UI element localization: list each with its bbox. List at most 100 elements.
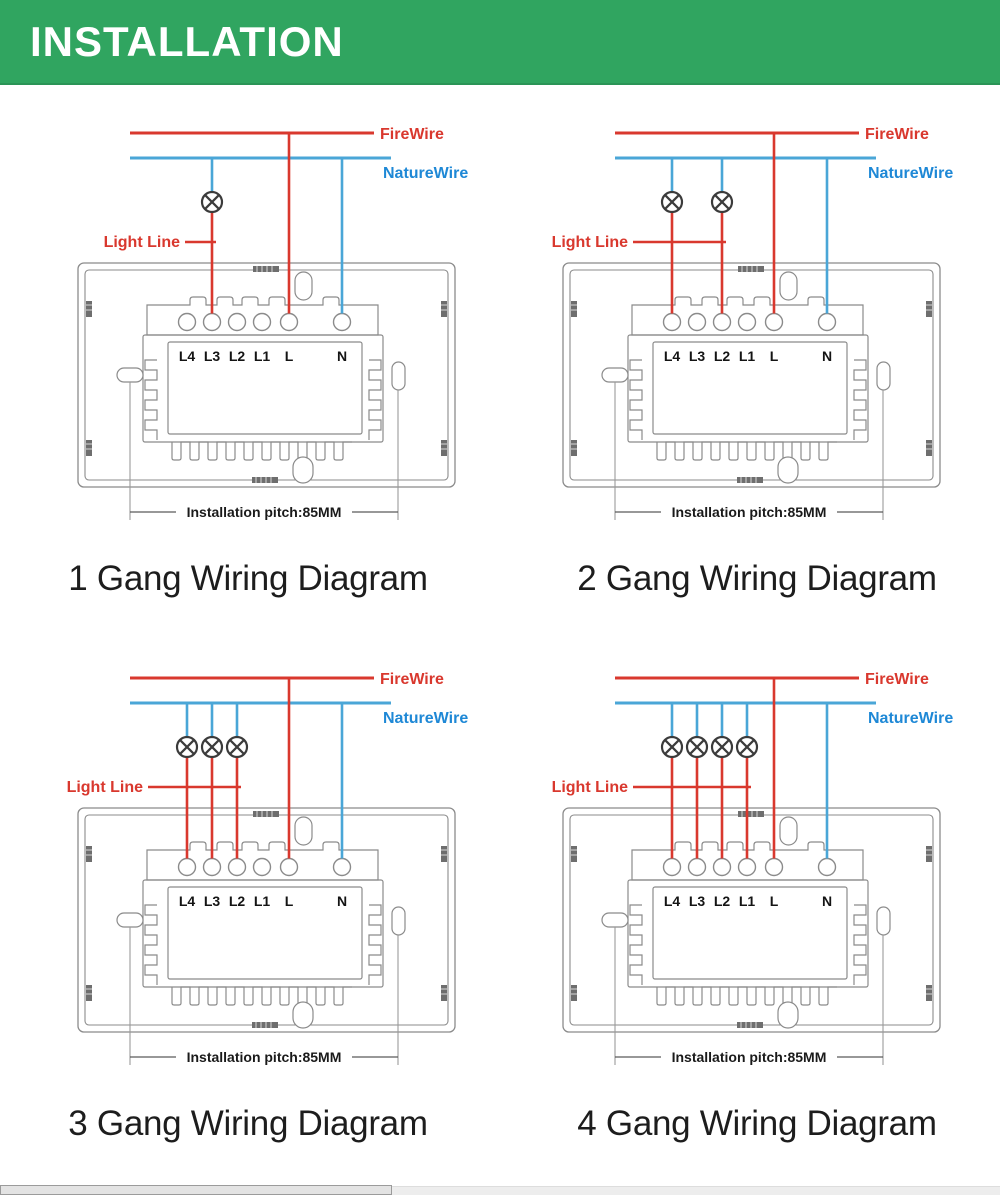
marking-hatch (441, 985, 447, 1001)
nature-wire-label: NatureWire (868, 710, 953, 727)
light-line-label: Light Line (552, 234, 629, 251)
mounting-hole-right (391, 906, 406, 936)
terminal-label-plate (167, 341, 363, 435)
marking-hatch (86, 985, 92, 1001)
marking-hatch (738, 266, 764, 272)
mounting-hole-left (116, 367, 144, 383)
marking-hatch (253, 811, 279, 817)
terminal-label: L (770, 893, 779, 909)
left-heatsink-comb (629, 904, 643, 985)
terminal-circle (252, 312, 272, 332)
device-body (627, 334, 869, 443)
terminal-circle (687, 312, 707, 332)
terminal-circle (252, 857, 272, 877)
dimension-text-backing (661, 1047, 837, 1065)
terminal-circle (332, 857, 352, 877)
dimension-text-backing (176, 1047, 352, 1065)
terminal-circle (662, 312, 682, 332)
terminal-circle (279, 857, 299, 877)
header-banner: INSTALLATION (0, 0, 1000, 85)
page-title: INSTALLATION (30, 17, 344, 65)
terminal-circle (817, 857, 837, 877)
diagram-caption-2: 2 Gang Wiring Diagram (577, 559, 937, 598)
dimension-text-backing (176, 502, 352, 520)
marking-hatch (571, 846, 577, 862)
marking-hatch (926, 846, 932, 862)
marking-hatch (253, 266, 279, 272)
top-slot (294, 816, 313, 846)
bottom-slot (292, 1001, 314, 1029)
terminal-label: L3 (204, 893, 221, 909)
terminal-label: L (285, 893, 294, 909)
terminal-circle (177, 312, 197, 332)
terminal-label: L3 (204, 348, 221, 364)
terminal-circle (687, 857, 707, 877)
terminal-label: L1 (739, 893, 756, 909)
right-heatsink-comb (368, 904, 382, 985)
diagram-caption-4: 4 Gang Wiring Diagram (577, 1104, 937, 1143)
terminal-label: N (822, 893, 832, 909)
terminal-label: L3 (689, 893, 706, 909)
lamp-icon (225, 735, 249, 759)
marking-hatch (571, 301, 577, 317)
installation-pitch-label: Installation pitch:85MM (672, 504, 827, 520)
nature-wire-label: NatureWire (383, 165, 468, 182)
terminal-label-plate (167, 886, 363, 980)
terminal-label: L1 (739, 348, 756, 364)
terminal-circle (177, 857, 197, 877)
bottom-slot (292, 456, 314, 484)
marking-hatch (86, 440, 92, 456)
bottom-comb (656, 986, 837, 1006)
marking-hatch (86, 846, 92, 862)
marking-hatch (252, 1022, 278, 1028)
lamp-icon (685, 735, 709, 759)
mounting-hole-right (876, 906, 891, 936)
terminal-label-plate (652, 886, 848, 980)
bottom-slot (777, 456, 799, 484)
terminal-circle (737, 857, 757, 877)
top-slot (779, 816, 798, 846)
terminal-label: L4 (179, 348, 196, 364)
top-slot (294, 271, 313, 301)
terminal-circle (764, 312, 784, 332)
lamp-icon (710, 735, 734, 759)
terminal-circle (712, 312, 732, 332)
terminal-circle (227, 857, 247, 877)
right-heatsink-comb (853, 904, 867, 985)
terminal-label: L1 (254, 893, 271, 909)
installation-pitch-label: Installation pitch:85MM (672, 1049, 827, 1065)
horizontal-scrollbar-thumb[interactable] (0, 1185, 392, 1195)
fire-wire-label: FireWire (380, 671, 444, 688)
lamp-icon (735, 735, 759, 759)
fire-wire-label: FireWire (380, 126, 444, 143)
lamp-icon (200, 190, 224, 214)
terminal-label: L2 (714, 348, 731, 364)
lamp-icon (175, 735, 199, 759)
marking-hatch (252, 477, 278, 483)
terminal-label: N (337, 348, 347, 364)
terminal-circle (662, 857, 682, 877)
switch-device-outline (77, 262, 456, 488)
installation-pitch-label: Installation pitch:85MM (187, 1049, 342, 1065)
bottom-comb (171, 441, 352, 461)
horizontal-scrollbar-track[interactable] (0, 1186, 1000, 1195)
nature-wire-label: NatureWire (383, 710, 468, 727)
marking-hatch (571, 440, 577, 456)
marking-hatch (737, 477, 763, 483)
marking-hatch (86, 301, 92, 317)
terminal-label: L4 (179, 893, 196, 909)
marking-hatch (737, 1022, 763, 1028)
fire-wire-label: FireWire (865, 671, 929, 688)
terminal-label: L4 (664, 348, 681, 364)
diagram-caption-3: 3 Gang Wiring Diagram (68, 1104, 428, 1143)
lamp-icon (710, 190, 734, 214)
mounting-hole-left (601, 367, 629, 383)
mounting-hole-right (876, 361, 891, 391)
terminal-circle (737, 312, 757, 332)
terminal-label: L1 (254, 348, 271, 364)
terminal-circle (202, 312, 222, 332)
device-body (627, 879, 869, 988)
